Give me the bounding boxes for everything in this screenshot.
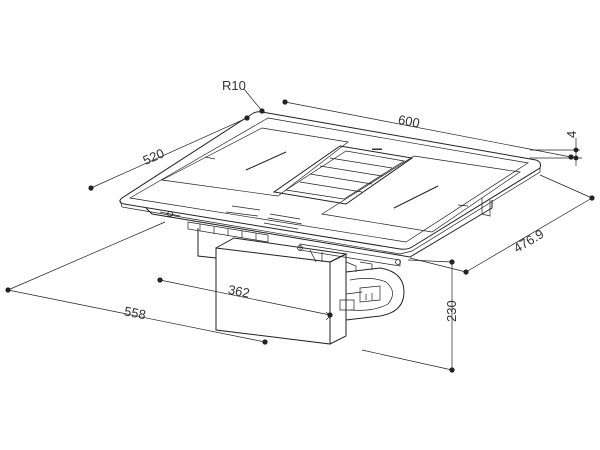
height-ext-top [407,259,453,263]
control-panel [225,205,303,230]
right-cooking-zone [321,155,521,233]
thickness-dot-top [573,147,579,153]
width-label: 600 [397,112,421,131]
cutout-width-label: 558 [123,303,147,322]
extractor-unit [197,228,348,345]
radius-leader [243,88,263,112]
width-dim-line [284,101,572,158]
radius-label: R10 [222,78,246,93]
cutout-depth-dot-1 [589,195,595,201]
cooktop-glass [119,111,541,255]
height-label: 230 [444,300,459,322]
depth-dim-start [88,185,94,191]
left-cooking-zone [160,127,349,197]
depth-label: 520 [140,145,166,168]
fan-housing [339,261,405,321]
height-ext-bottom [361,349,453,371]
cutout-ext-bottom [409,257,467,273]
width-dim-start [282,99,288,105]
cutout-ext-top [539,174,593,199]
cutout-width-dot-2 [262,339,268,345]
depth-dim-line [90,117,248,189]
mounting-frame [145,198,493,267]
cutout-width-ext [7,221,166,291]
extractor-grille: ▬▬ [272,145,414,205]
thickness-dot-bottom [573,155,579,161]
width-dim-end [568,154,574,160]
unit-width-dot-1 [157,277,163,283]
cutout-depth-dim-line [465,197,593,273]
cutout-width-dim-line [7,289,266,343]
thickness-label: 4 [564,131,579,138]
unit-width-dim-line [159,279,331,316]
unit-width-label: 362 [227,282,251,301]
brand-logo: ▬▬ [372,146,382,152]
cutout-depth-label: 476.9 [511,226,547,256]
